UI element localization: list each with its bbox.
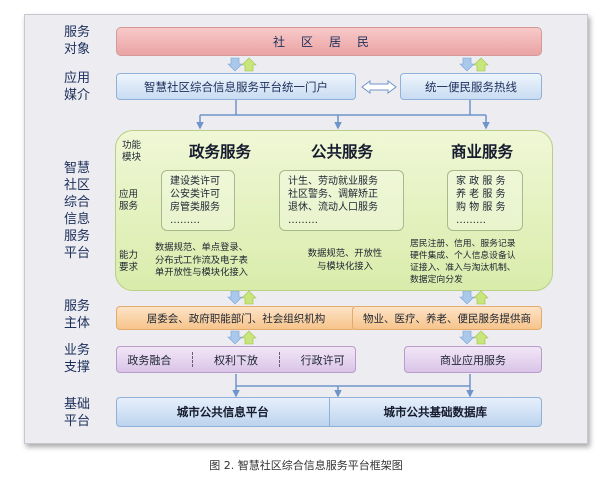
capability-public: 数据规范、开放性 与模块化接入 xyxy=(307,248,383,272)
row-label-service-subjects: 服务 主体 xyxy=(64,299,91,331)
header-public-services: 公共服务 xyxy=(310,143,373,161)
unified-portal-box: 智慧社区综合信息服务平台统一门户 xyxy=(116,73,356,100)
support-foundation-connector xyxy=(232,374,474,398)
figure-caption: 图 2. 智慧社区综合信息服务平台框架图 xyxy=(209,459,403,472)
hotline-box: 统一便民服务热线 xyxy=(400,73,542,100)
subjects-government-box: 居委会、政府职能部门、社会组织机构 xyxy=(116,306,356,330)
foundation-city-public-info-platform: 城市公共信息平台 xyxy=(117,398,330,426)
foundation-city-public-database: 城市公共基础数据库 xyxy=(383,405,488,419)
capability-label: 能力 要求 xyxy=(119,250,139,273)
row-label-application-media: 应用 媒介 xyxy=(64,71,91,103)
support-item-government-integration: 政务融合 xyxy=(127,353,172,367)
row-label-foundation: 基础 平台 xyxy=(64,397,91,429)
support-item-administrative-permit: 行政许可 xyxy=(300,353,345,367)
layer-arrows xyxy=(227,57,489,345)
government-services-box: 建设类许可 公安类许可 房管类服务 ……… xyxy=(161,170,235,231)
function-module-label: 功能 模块 xyxy=(122,140,142,163)
support-commercial-box: 商业应用服务 xyxy=(404,346,542,373)
capability-government: 数据规范、单点登录、 分布式工作流及电子表 单开放性与模块化接入 xyxy=(155,242,248,278)
row-label-business-support: 业务 支撑 xyxy=(64,343,91,375)
support-item-decentralization: 权利下放 xyxy=(213,353,258,367)
header-commercial-services: 商业服务 xyxy=(450,143,513,161)
support-divider xyxy=(192,352,194,367)
subjects-commercial-box: 物业、医疗、养老、便民服务提供商 xyxy=(352,306,542,330)
portal-hotline-double-arrow xyxy=(361,80,397,94)
row-label-service-objects: 服务 对象 xyxy=(64,25,91,57)
application-service-label: 应用 服务 xyxy=(119,189,139,212)
public-services-box: 计生、劳动就业服务 社区警务、调解矫正 退休、流动人口服务 ……… xyxy=(279,170,404,231)
support-government-box: 政务融合 权利下放 行政许可 xyxy=(116,346,356,373)
row-label-platform: 智慧 社区 综合 信息 服务 平台 xyxy=(64,161,91,261)
commercial-services-box: 家 政 服 务 养 老 服 务 购 物 服 务 ……… xyxy=(447,170,523,231)
platform-panel xyxy=(115,130,553,291)
support-divider xyxy=(278,352,280,367)
foundation-box: 城市公共信息平台 城市公共基础数据库 xyxy=(116,397,542,427)
media-platform-connector xyxy=(196,100,490,130)
capability-commercial: 居民注册、信用、服务记录 硬件集成、个人信息设备认 证接入、准入与淘汰机制、 数… xyxy=(410,239,516,285)
header-government-services: 政务服务 xyxy=(188,143,251,161)
residents-box: 社区居民 xyxy=(116,27,542,56)
